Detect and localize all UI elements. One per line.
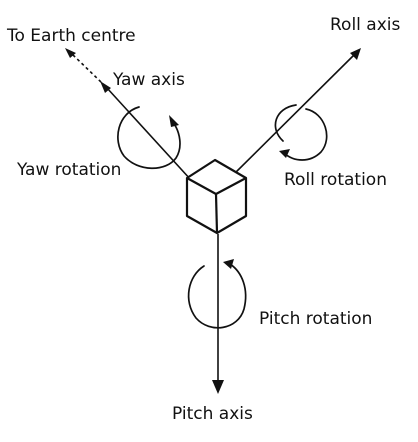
label-pitch-axis: Pitch axis <box>172 404 253 424</box>
label-yaw-rotation: Yaw rotation <box>16 160 121 180</box>
yaw-rotation-arrow <box>117 106 181 170</box>
roll-rotation-arrow <box>283 108 328 161</box>
label-roll-axis: Roll axis <box>330 15 401 35</box>
roll-rotation-arrowhead <box>279 149 290 158</box>
label-yaw-axis: Yaw axis <box>112 70 185 90</box>
earth-centre-dashed-line <box>71 53 102 83</box>
roll-axis-line <box>229 54 355 179</box>
roll-axis-arrowhead <box>350 48 361 60</box>
pitch-rotation-arrow <box>187 263 247 329</box>
label-to-earth-centre: To Earth centre <box>6 26 136 46</box>
yaw-rotation-arrowhead <box>169 115 179 127</box>
roll-rotation-upper-arc <box>274 104 297 142</box>
satellite-cube <box>185 158 248 235</box>
label-roll-rotation: Roll rotation <box>284 170 387 190</box>
yaw-axis-line <box>106 87 192 181</box>
label-pitch-rotation: Pitch rotation <box>259 309 372 329</box>
yaw-axis-arrowhead <box>100 81 111 93</box>
earth-centre-arrowhead <box>65 48 76 58</box>
pitch-rotation-arrowhead <box>223 259 234 269</box>
pitch-axis-arrowhead <box>212 380 224 394</box>
